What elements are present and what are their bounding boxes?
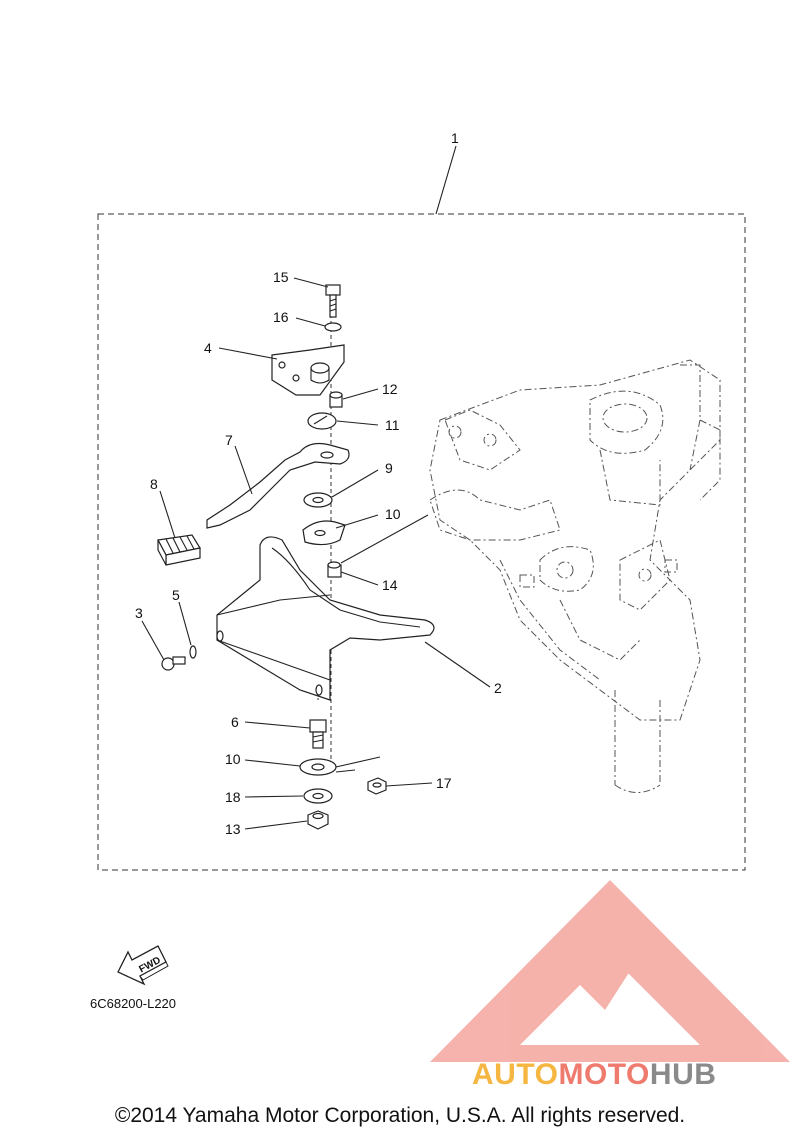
ghost-engine-bracket (429, 359, 721, 793)
callout-16: 16 (273, 309, 289, 325)
part-4-bracket (271, 344, 345, 396)
callout-8: 8 (150, 476, 158, 492)
callout-10-lower: 10 (225, 751, 241, 767)
callout-11: 11 (385, 417, 400, 433)
part-10-plate-lower (299, 756, 381, 776)
callout-12: 12 (382, 381, 398, 397)
callout-10-upper: 10 (385, 506, 401, 522)
part-15-bolt (325, 284, 341, 318)
callout-1: 1 (451, 130, 459, 146)
callout-17: 17 (436, 775, 452, 791)
callout-4: 4 (204, 340, 212, 356)
callout-18: 18 (225, 789, 241, 805)
copyright-notice: ©2014 Yamaha Motor Corporation, U.S.A. A… (114, 1104, 686, 1127)
part-14-collar (327, 561, 342, 578)
part-2-bracket (216, 536, 435, 701)
callout-7: 7 (225, 432, 233, 448)
part-17-nut (367, 777, 387, 795)
fwd-arrow-icon: FWD (117, 945, 169, 986)
diagram-code: 6C68200-L220 (90, 996, 177, 1011)
leader-1 (435, 145, 457, 215)
part-11-washer (307, 412, 337, 430)
watermark-text-hub: HUB (649, 1058, 717, 1091)
part-12-collar (329, 391, 343, 408)
leader-lines (141, 277, 491, 830)
watermark-logo-icon (430, 880, 790, 1062)
callout-2: 2 (494, 680, 502, 696)
part-5-ring (189, 645, 197, 659)
watermark-text-moto: MOTO (558, 1058, 650, 1091)
callout-6: 6 (231, 714, 239, 730)
kit-boundary (97, 213, 746, 871)
callout-3: 3 (135, 605, 143, 621)
part-13-nut (307, 810, 329, 830)
callout-13: 13 (225, 821, 241, 837)
part-6-bolt (309, 719, 327, 749)
watermark-text: AUTOMOTOHUB (472, 1058, 716, 1092)
part-3-screw (161, 656, 186, 671)
part-16-washer (324, 322, 342, 332)
watermark-text-auto: AUTO (472, 1058, 559, 1091)
callout-labels: 1 2 3 4 5 6 7 8 9 10 10 11 12 13 14 15 1… (135, 130, 502, 837)
part-7-arm (206, 442, 350, 529)
callout-15: 15 (273, 269, 289, 285)
part-8-pad (157, 534, 201, 566)
part-10-plate-upper (302, 520, 346, 546)
callout-5: 5 (172, 587, 180, 603)
callout-9: 9 (385, 460, 393, 476)
callout-14: 14 (382, 577, 398, 593)
